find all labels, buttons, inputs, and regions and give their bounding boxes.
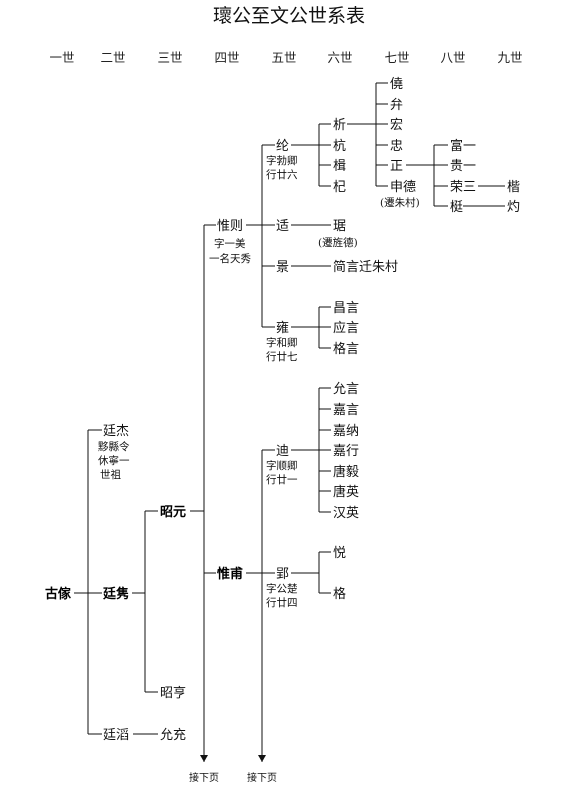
lun-note-1: 字勃卿: [266, 154, 298, 167]
person-zheng: 正: [390, 159, 403, 174]
person-ting-juan: 廷隽: [102, 586, 129, 602]
person-jia-na: 嘉纳: [333, 424, 359, 439]
continue-note-2: 接下页: [247, 771, 277, 784]
person-gu-hui: 古傢: [45, 586, 71, 602]
person-yun-chong: 允充: [160, 727, 186, 743]
person-zhuo: 灼: [507, 200, 520, 215]
ying-note-1: 字公楚: [266, 582, 298, 595]
generation-header-6: 六世: [327, 50, 352, 65]
person-zhao-yuan: 昭元: [160, 505, 186, 520]
person-ting-jie: 廷杰: [103, 424, 129, 439]
person-lun: 纶: [276, 139, 289, 154]
person-yun-yan: 允言: [333, 381, 359, 397]
person-jia-yan: 嘉言: [333, 403, 359, 418]
ying-note-2: 行廿四: [266, 596, 298, 609]
generation-header-9: 九世: [497, 50, 522, 65]
person-yong: 雍: [276, 320, 289, 336]
generation-header-4: 四世: [214, 50, 239, 65]
person-ying: 郢: [276, 567, 289, 582]
generation-header-5: 五世: [271, 50, 296, 65]
generation-header-3: 三世: [157, 50, 182, 65]
person-hang: 杭: [333, 139, 346, 154]
person-kai: 楷: [507, 180, 520, 195]
person-wei-ze: 惟则: [217, 219, 243, 234]
di-note-2: 行廿一: [266, 473, 298, 486]
ju-note: (遷旌德): [318, 236, 358, 249]
person-ju: 琚: [333, 219, 346, 234]
ting-jie-note-2: 休寧一: [98, 454, 130, 467]
person-bian: 弁: [390, 98, 403, 113]
generation-header-7: 七世: [384, 50, 409, 65]
person-ge: 格: [333, 586, 346, 602]
person-rao: 僥: [390, 77, 403, 92]
wei-ze-note-2: 一名天秀: [209, 252, 251, 265]
person-yue: 悦: [333, 546, 346, 561]
person-gui-yi: 贵一: [450, 159, 476, 174]
person-jian-yan: 简言迁朱村: [333, 259, 398, 275]
generation-header-8: 八世: [440, 50, 465, 65]
person-shen-de: 申德: [390, 180, 416, 195]
person-chang-yan: 昌言: [333, 301, 359, 316]
person-rong-san: 荣三: [450, 180, 476, 195]
person-fu-yi: 富一: [450, 138, 476, 154]
person-jing: 景: [276, 260, 289, 275]
ting-jie-note-3: 世祖: [100, 468, 121, 481]
chart-title: 瓌公至文公世系表: [213, 5, 365, 27]
person-jia-xing: 嘉行: [333, 444, 359, 459]
person-wei-fu: 惟甫: [216, 566, 243, 582]
continue-note-1: 接下页: [189, 771, 219, 784]
person-shi: 适: [276, 219, 289, 234]
yong-note-2: 行廿七: [266, 350, 298, 363]
yong-note-1: 字和卿: [266, 336, 298, 349]
ting-jie-note-1: 黟縣令: [98, 440, 130, 453]
person-han-ying: 汉英: [333, 506, 359, 521]
person-tang-ying: 唐英: [333, 484, 359, 500]
generation-header-1: 一世: [49, 50, 74, 65]
person-qi: 杞: [333, 180, 346, 195]
shen-de-note: (遷朱村): [380, 196, 420, 209]
person-hong: 宏: [390, 118, 403, 133]
person-zhao-heng: 昭亨: [160, 685, 186, 701]
person-tang-yi: 唐毅: [333, 464, 359, 480]
wei-ze-note-1: 字一美: [214, 237, 246, 250]
person-ting-gen8: 梃: [450, 200, 463, 215]
person-ying-yan: 应言: [333, 320, 359, 336]
person-ting-tao: 廷滔: [103, 728, 129, 743]
person-xi: 析: [333, 118, 346, 133]
generation-header-2: 二世: [100, 50, 125, 65]
di-note-1: 字顺卿: [266, 459, 298, 472]
lun-note-2: 行廿六: [266, 168, 298, 181]
connector-lines: [74, 82, 505, 762]
person-ji: 楫: [333, 159, 346, 174]
person-di: 迪: [276, 444, 289, 459]
person-ge-yan: 格言: [333, 341, 359, 357]
person-zhong: 忠: [390, 139, 403, 154]
